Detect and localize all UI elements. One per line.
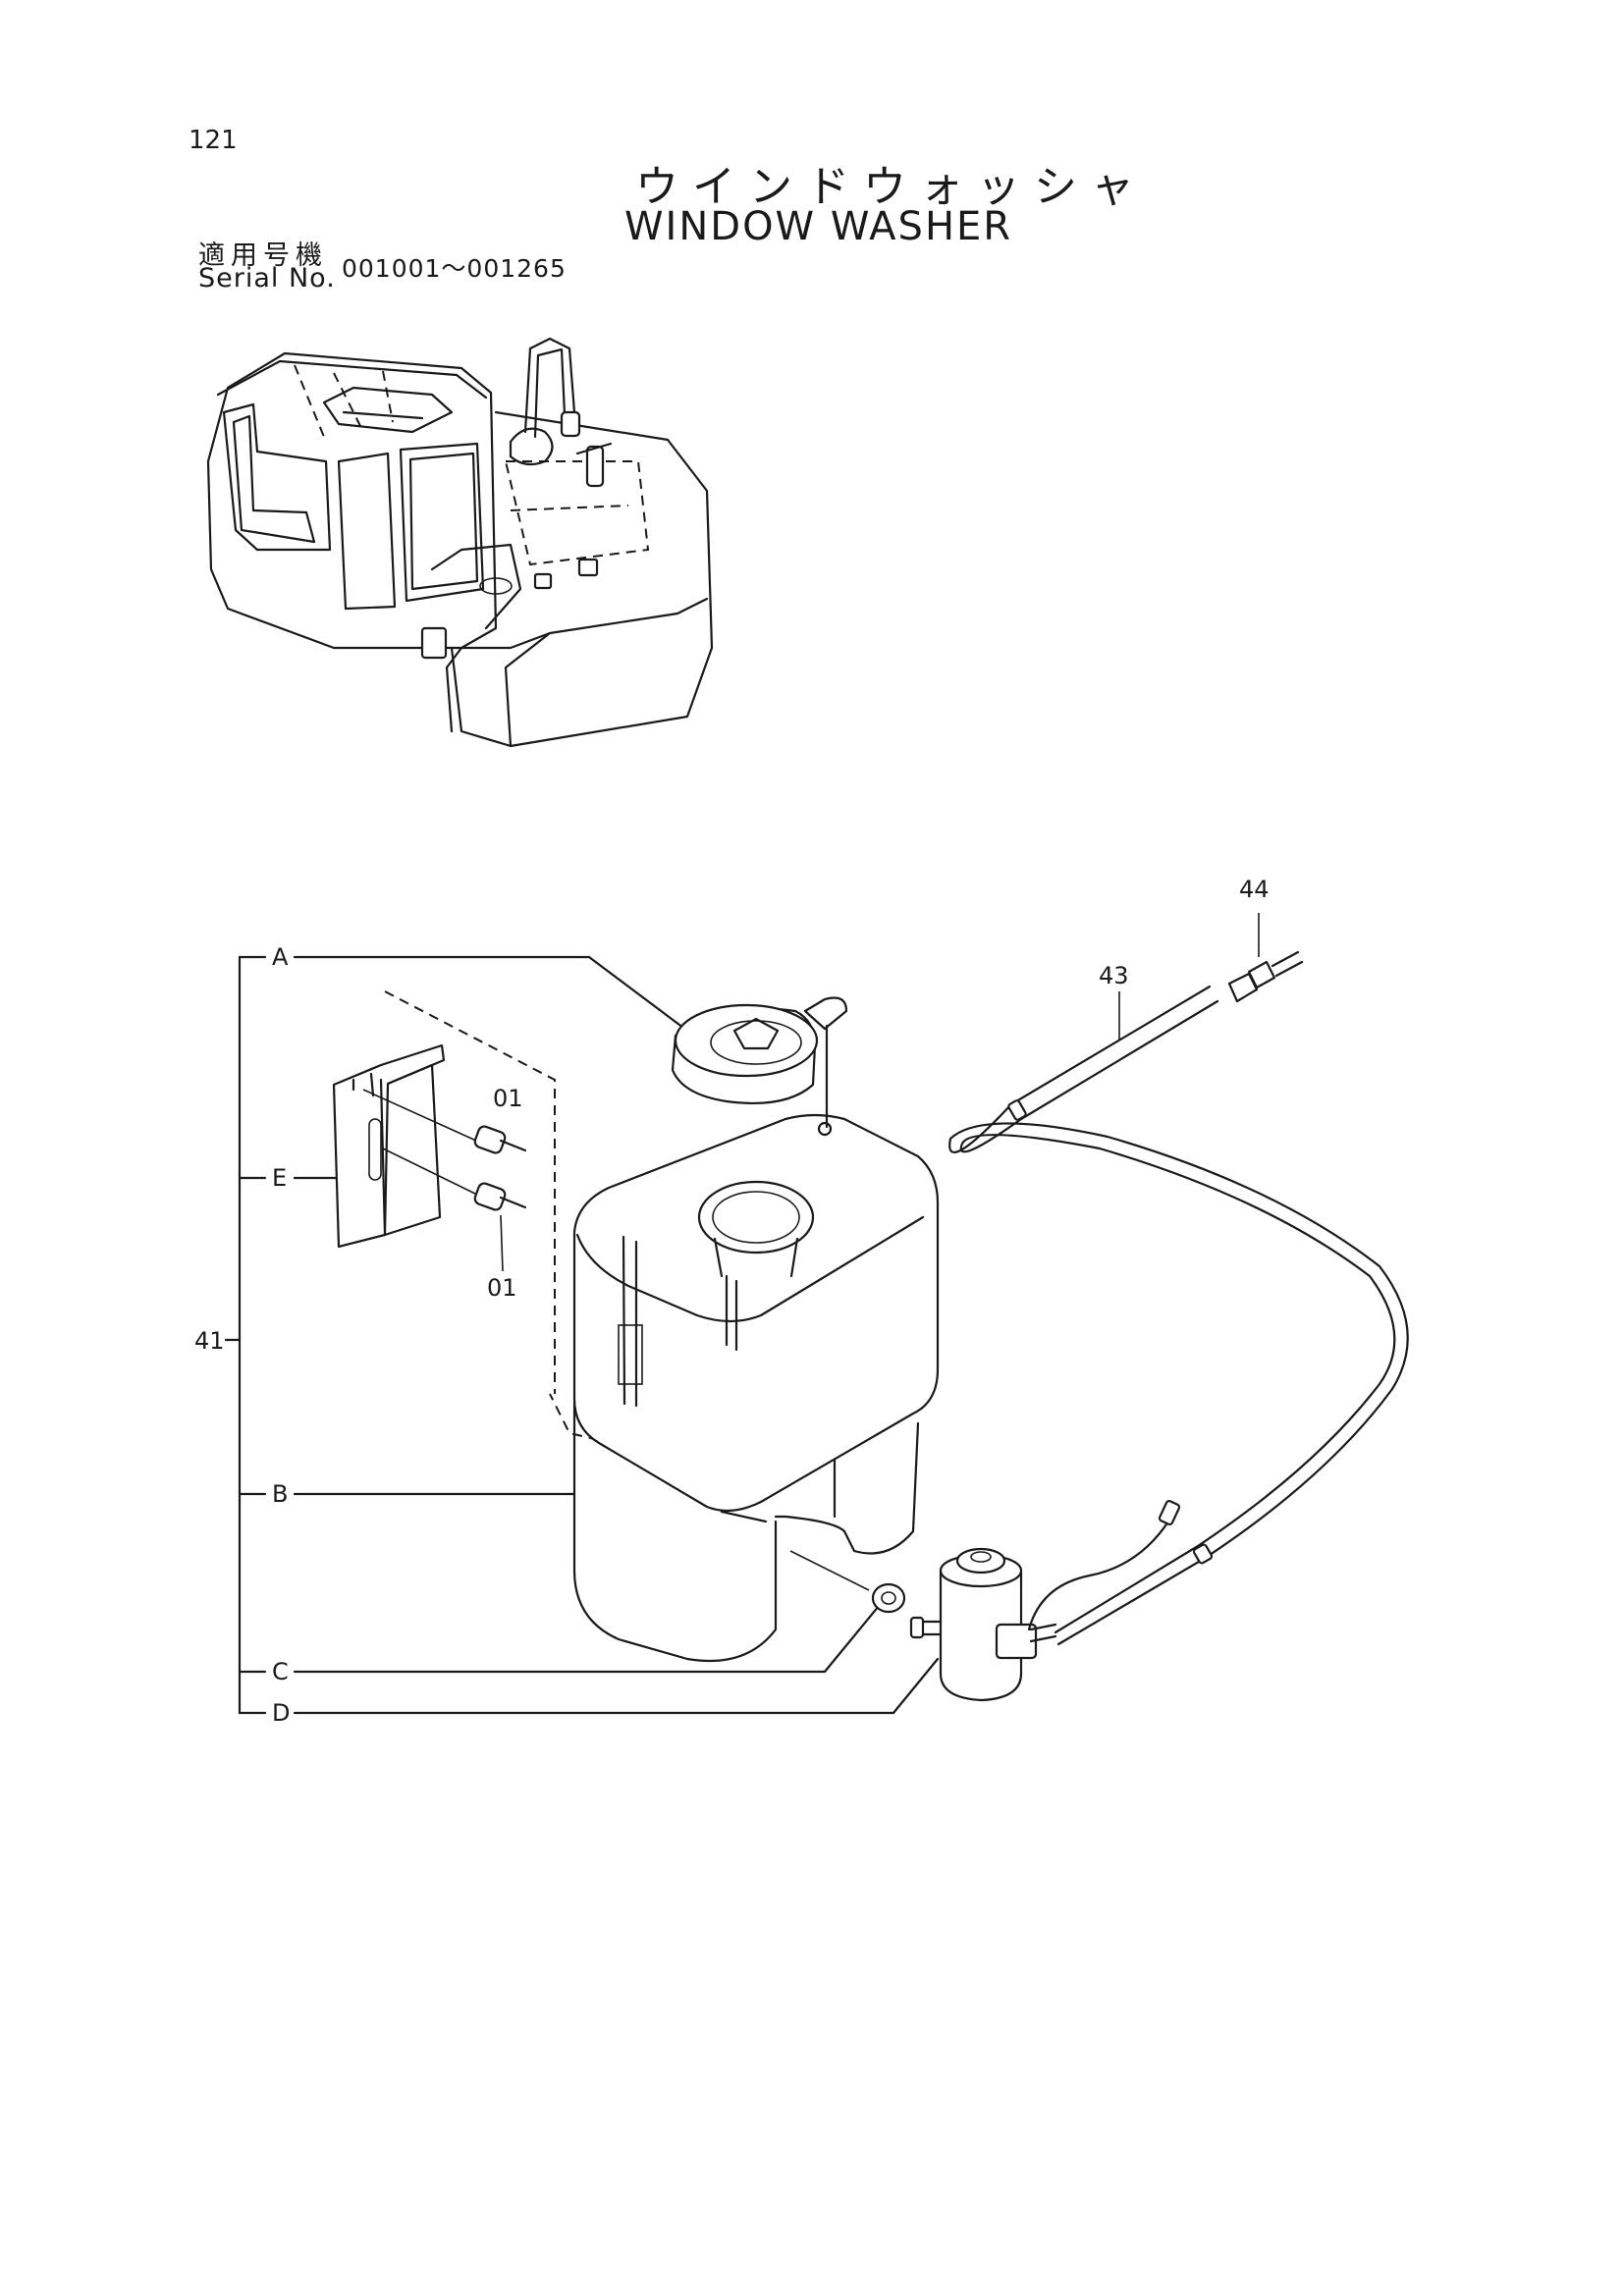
mounting-bracket-illustration bbox=[332, 1043, 446, 1249]
callout-d: D bbox=[272, 1699, 290, 1727]
serial-label-japanese: 適用号機 bbox=[198, 240, 328, 271]
callout-43: 43 bbox=[1099, 962, 1129, 989]
tank-cap-illustration bbox=[671, 996, 848, 1129]
serial-range: 001001～001265 bbox=[342, 254, 567, 283]
hose-illustration bbox=[948, 985, 1409, 1646]
grommet-illustration bbox=[789, 1550, 906, 1614]
bolt-illustration bbox=[362, 1089, 527, 1211]
serial-label-english: Serial No. bbox=[198, 263, 336, 294]
title-english: WINDOW WASHER bbox=[624, 204, 1013, 249]
callout-a: A bbox=[272, 943, 289, 971]
callout-c: C bbox=[272, 1658, 289, 1685]
title-japanese: ウインドウォッシャ bbox=[635, 162, 1148, 212]
page-number: 121 bbox=[189, 126, 238, 155]
washer-pump-illustration bbox=[909, 1499, 1181, 1702]
callout-41: 41 bbox=[194, 1327, 225, 1355]
callout-b: B bbox=[272, 1480, 288, 1508]
excavator-overview-illustration bbox=[206, 337, 714, 748]
callout-e: E bbox=[272, 1164, 287, 1192]
assembly-bracket-lines bbox=[224, 955, 940, 1715]
callout-01-upper: 01 bbox=[493, 1085, 523, 1112]
washer-tank-illustration bbox=[384, 990, 940, 1663]
nozzle-fitting-illustration bbox=[1227, 913, 1304, 1003]
callout-01-lower: 01 bbox=[487, 1274, 517, 1302]
callout-44: 44 bbox=[1239, 876, 1270, 903]
